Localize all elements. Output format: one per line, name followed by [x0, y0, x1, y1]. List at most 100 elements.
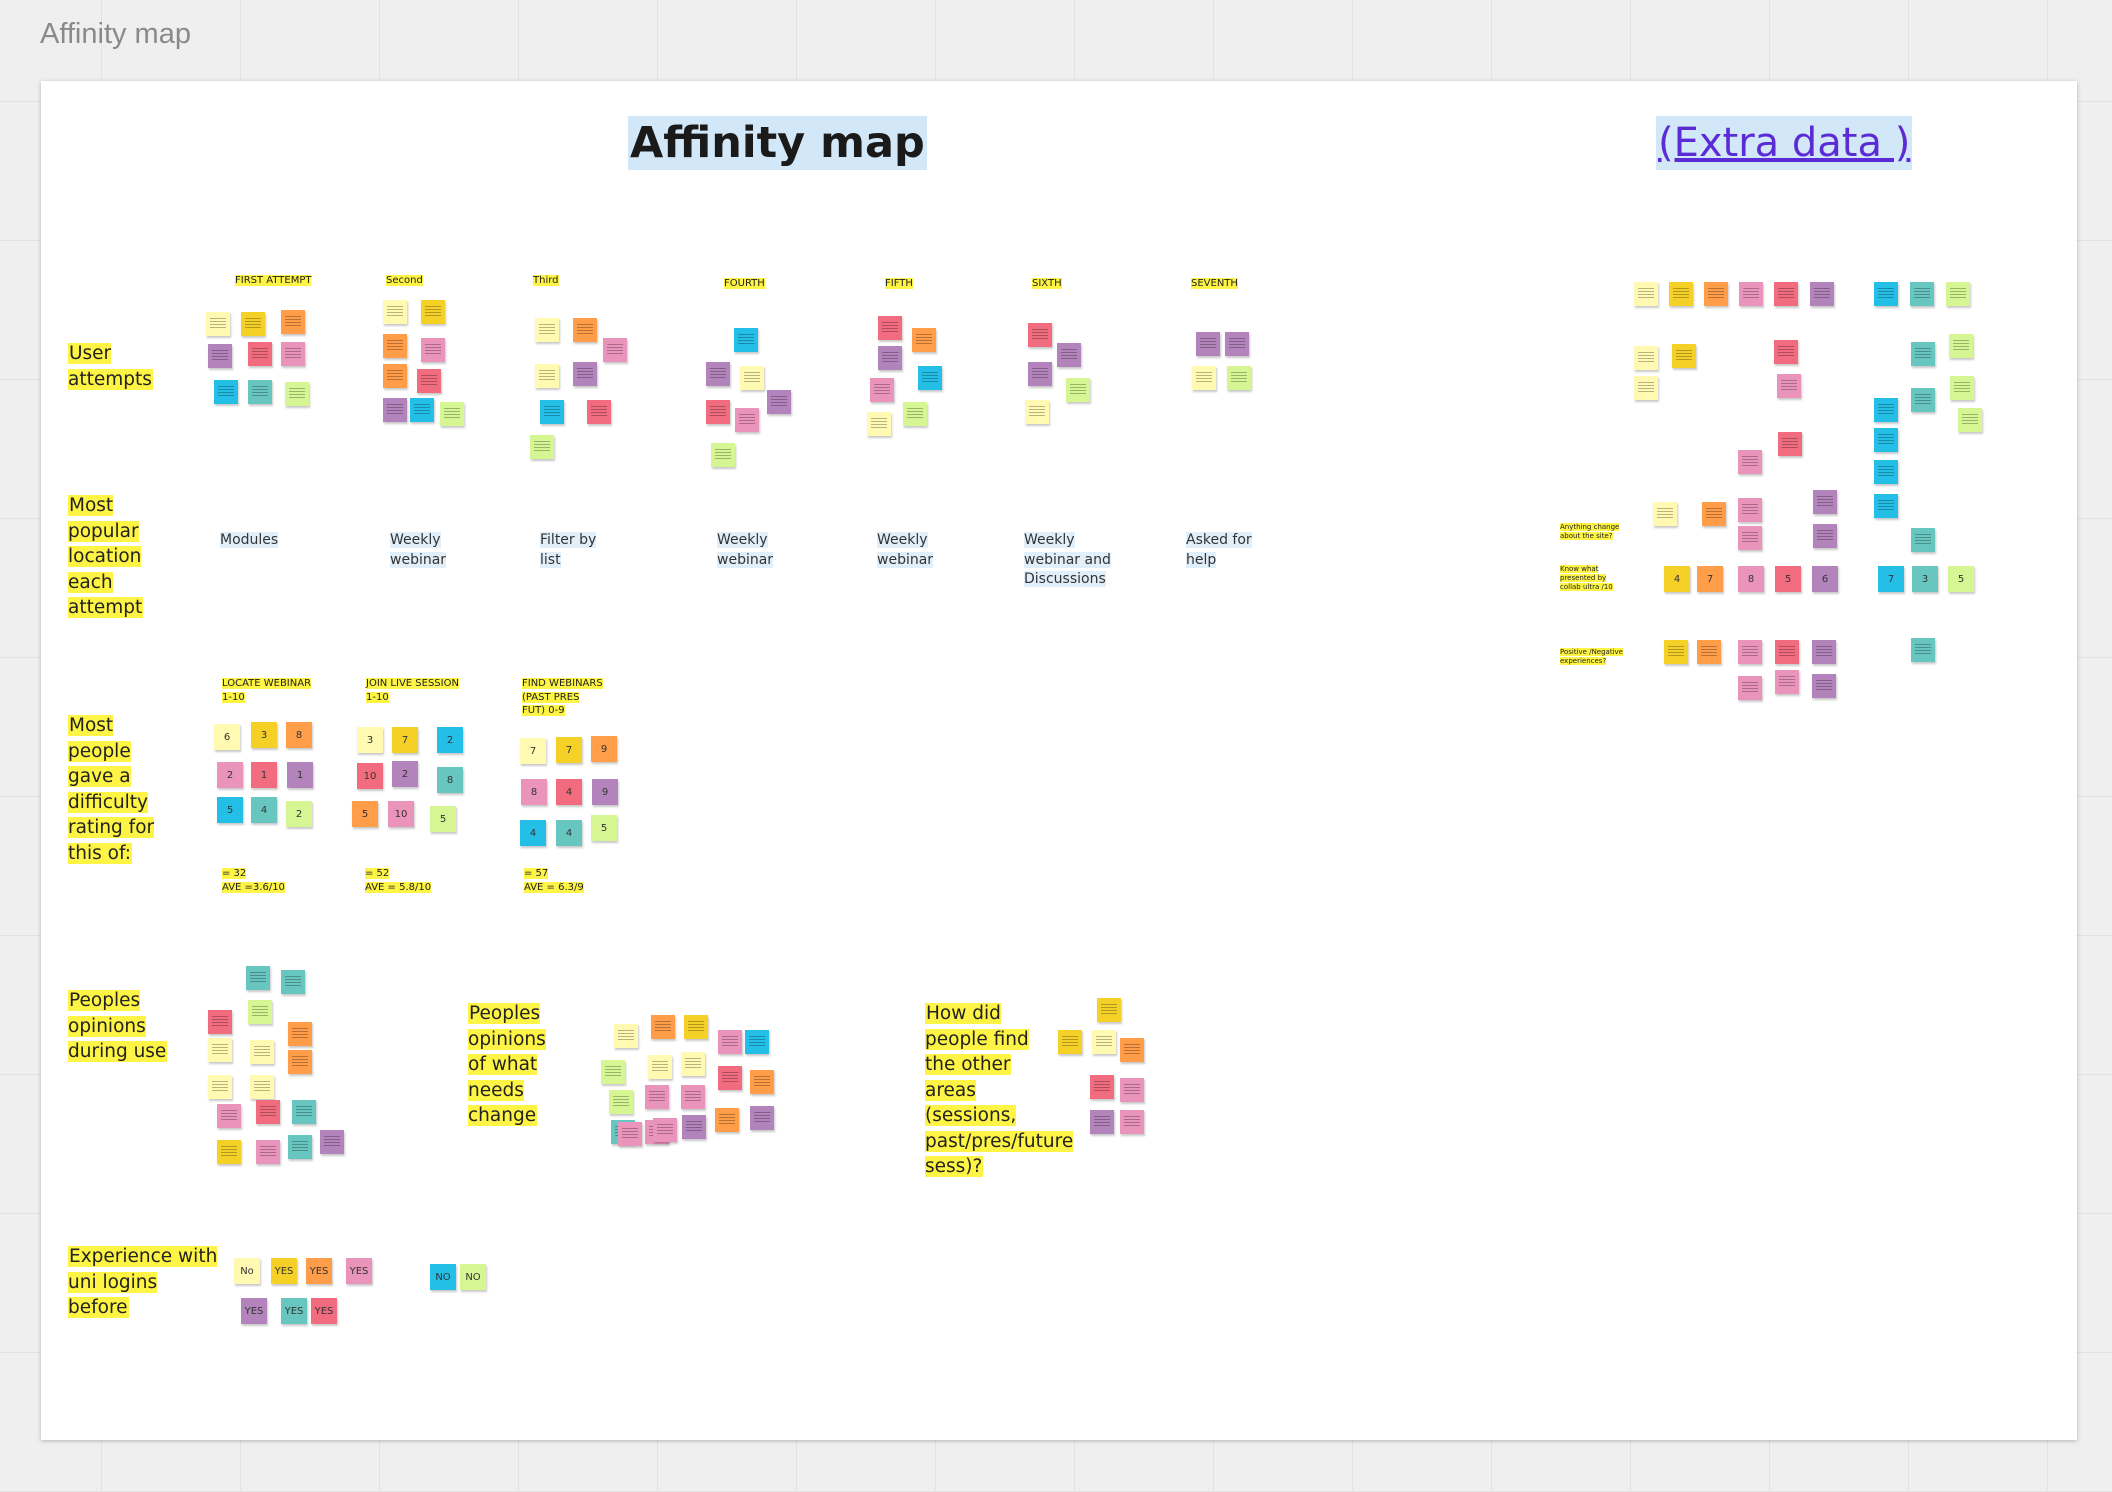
sticky-note[interactable]: [1874, 282, 1898, 306]
row-label-popular-location[interactable]: Most popular location each attempt: [68, 495, 144, 618]
sticky-note[interactable]: [1704, 282, 1728, 306]
difficulty-header-locate[interactable]: LOCATE WEBINAR 1-10: [222, 678, 312, 703]
sticky-note[interactable]: [601, 1060, 625, 1084]
sticky-note[interactable]: [918, 366, 942, 390]
sticky-note[interactable]: [1775, 640, 1799, 664]
sticky-note[interactable]: [1950, 376, 1974, 400]
sticky-note[interactable]: [750, 1070, 774, 1094]
attempt-header-7[interactable]: SEVENTH: [1191, 278, 1238, 289]
sticky-note[interactable]: [1653, 502, 1677, 526]
sticky-note[interactable]: [320, 1130, 344, 1154]
sticky-note[interactable]: [256, 1100, 280, 1124]
sticky-note[interactable]: [417, 369, 441, 393]
sticky-note[interactable]: [1813, 490, 1837, 514]
sticky-note[interactable]: [383, 300, 407, 324]
sticky-note[interactable]: [1911, 528, 1935, 552]
sticky-note[interactable]: [1738, 640, 1762, 664]
extra-rating-note[interactable]: 7: [1697, 566, 1723, 592]
experience-note[interactable]: NO: [430, 1264, 456, 1290]
rating-note[interactable]: 6: [214, 724, 240, 750]
attempt-header-5[interactable]: FIFTH: [885, 278, 913, 289]
extra-rating-note[interactable]: 4: [1664, 566, 1690, 592]
rating-note[interactable]: 5: [591, 815, 617, 841]
sticky-note[interactable]: [1090, 1075, 1114, 1099]
attempt-header-3[interactable]: Third: [533, 275, 559, 286]
rating-note[interactable]: 8: [521, 779, 547, 805]
sticky-note[interactable]: [383, 364, 407, 388]
sticky-note[interactable]: [1028, 362, 1052, 386]
sticky-note[interactable]: [214, 380, 238, 404]
experience-note[interactable]: YES: [241, 1298, 267, 1324]
sticky-note[interactable]: [1702, 502, 1726, 526]
rating-note[interactable]: 10: [388, 801, 414, 827]
sticky-note[interactable]: [217, 1104, 241, 1128]
sticky-note[interactable]: [1634, 282, 1658, 306]
extra-rating-note[interactable]: 3: [1912, 566, 1938, 592]
sticky-note[interactable]: [870, 378, 894, 402]
sticky-note[interactable]: [241, 312, 265, 336]
sticky-note[interactable]: [248, 342, 272, 366]
rating-note[interactable]: 5: [352, 801, 378, 827]
sticky-note[interactable]: [878, 316, 902, 340]
rating-note[interactable]: 2: [217, 762, 243, 788]
difficulty-header-find[interactable]: FIND WEBINARS (PAST PRES FUT) 0-9: [522, 678, 603, 716]
rating-note[interactable]: 10: [357, 763, 383, 789]
experience-note[interactable]: YES: [306, 1258, 332, 1284]
board-title[interactable]: Affinity map: [628, 116, 927, 170]
sticky-note[interactable]: [421, 300, 445, 324]
sticky-note[interactable]: [1025, 400, 1049, 424]
sticky-note[interactable]: [1774, 282, 1798, 306]
sticky-note[interactable]: [208, 1075, 232, 1099]
sticky-note[interactable]: [648, 1055, 672, 1079]
rating-note[interactable]: 4: [556, 820, 582, 846]
sticky-note[interactable]: [540, 400, 564, 424]
rating-note[interactable]: 7: [520, 738, 546, 764]
sticky-note[interactable]: [684, 1015, 708, 1039]
sticky-note[interactable]: [208, 344, 232, 368]
sticky-note[interactable]: [903, 402, 927, 426]
sticky-note[interactable]: [618, 1122, 642, 1146]
sticky-note[interactable]: [1812, 640, 1836, 664]
location-label-4[interactable]: Weekly webinar: [717, 532, 774, 568]
sticky-note[interactable]: [706, 362, 730, 386]
rating-note[interactable]: 4: [556, 779, 582, 805]
sticky-note[interactable]: [1634, 346, 1658, 370]
sticky-note[interactable]: [711, 443, 735, 467]
affinity-frame[interactable]: [41, 81, 2077, 1440]
sticky-note[interactable]: [718, 1066, 742, 1090]
experience-note[interactable]: YES: [281, 1298, 307, 1324]
sticky-note[interactable]: [1634, 376, 1658, 400]
rating-note[interactable]: 2: [392, 761, 418, 787]
experience-note[interactable]: YES: [311, 1298, 337, 1324]
sticky-note[interactable]: [1775, 670, 1799, 694]
extra-data-link[interactable]: (Extra data ): [1656, 116, 1913, 170]
sticky-note[interactable]: [1874, 460, 1898, 484]
sticky-note[interactable]: [651, 1015, 675, 1039]
sticky-note[interactable]: [535, 364, 559, 388]
sticky-note[interactable]: [750, 1106, 774, 1130]
sticky-note[interactable]: [1774, 340, 1798, 364]
sticky-note[interactable]: [248, 380, 272, 404]
sticky-note[interactable]: [256, 1140, 280, 1164]
sticky-note[interactable]: [573, 318, 597, 342]
rating-note[interactable]: 8: [437, 767, 463, 793]
row-label-user-attempts[interactable]: User attempts: [68, 343, 153, 390]
rating-note[interactable]: 7: [556, 737, 582, 763]
rating-note[interactable]: 7: [392, 727, 418, 753]
sticky-note[interactable]: [217, 1140, 241, 1164]
location-label-5[interactable]: Weekly webinar: [877, 532, 934, 568]
attempt-header-2[interactable]: Second: [386, 275, 423, 286]
extra-rating-note[interactable]: 7: [1878, 566, 1904, 592]
extra-rating-note[interactable]: 8: [1738, 566, 1764, 592]
sticky-note[interactable]: [734, 328, 758, 352]
rating-note[interactable]: 3: [251, 722, 277, 748]
extra-question-experiences[interactable]: Positive /Negative experiences?: [1560, 648, 1623, 665]
rating-note[interactable]: 2: [286, 801, 312, 827]
extra-rating-note[interactable]: 6: [1812, 566, 1838, 592]
sticky-note[interactable]: [1810, 282, 1834, 306]
sticky-note[interactable]: [1949, 334, 1973, 358]
sticky-note[interactable]: [1090, 1110, 1114, 1134]
rating-note[interactable]: 9: [592, 779, 618, 805]
